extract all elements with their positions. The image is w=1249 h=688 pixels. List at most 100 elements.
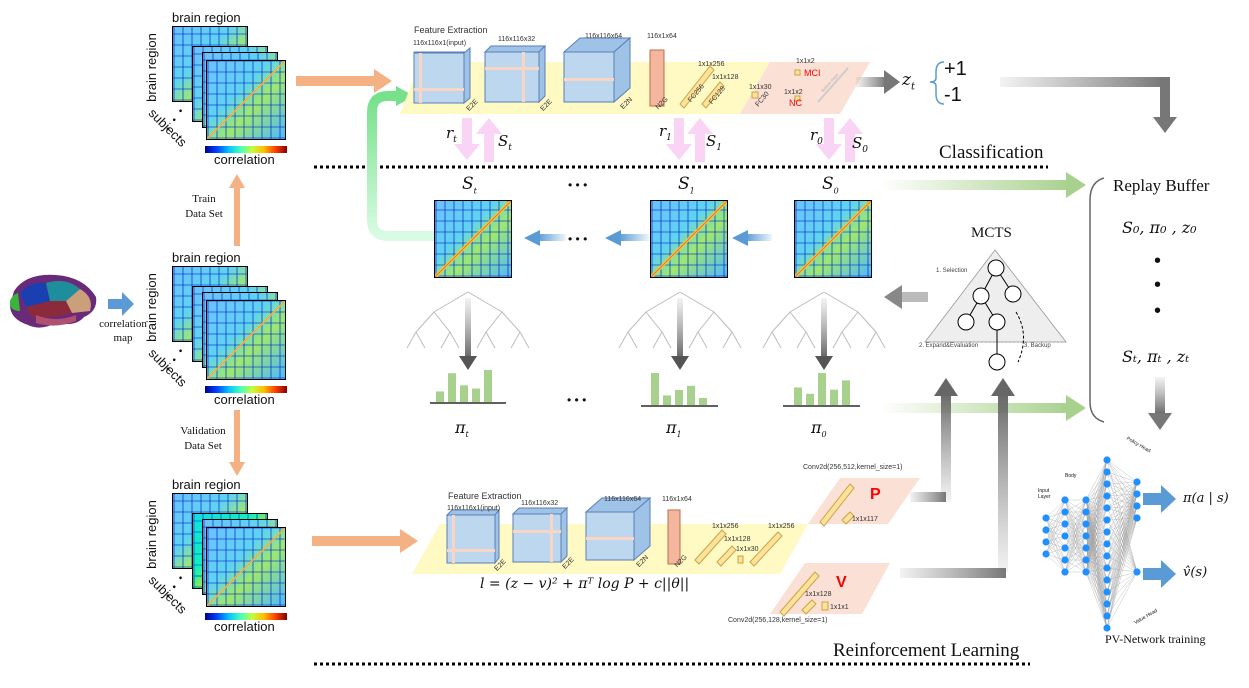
slab-n2g (649, 49, 665, 107)
replay-dot: • (1154, 274, 1162, 296)
z-value-pos: +1 (944, 58, 967, 80)
policy-label: π1 (666, 418, 682, 440)
pv-output-arrows (1143, 485, 1176, 588)
cube-input (413, 46, 472, 105)
pv-node (1042, 538, 1050, 546)
tree-edge (697, 311, 715, 333)
pv-edge (1064, 523, 1087, 573)
brain-icon (6, 271, 98, 331)
pv-edge (1106, 471, 1138, 573)
pv-edge (1106, 481, 1138, 557)
pv-edge (1085, 459, 1108, 525)
pv-edge (1106, 571, 1138, 581)
output-dim-label: 1x1x2 (784, 89, 803, 96)
pv-edge (1064, 499, 1087, 513)
tree-edge (485, 331, 496, 349)
pv-edge (1106, 481, 1138, 581)
pv-edge (1045, 499, 1066, 519)
loss-formula: l = (z − v)² + πᵀ log P + c||θ|| (480, 576, 690, 592)
rl-fc-dim-label: 1x1x128 (724, 536, 751, 543)
state-label: S1 (706, 132, 723, 153)
pv-edge (1106, 505, 1138, 629)
rl-fc-dim-label: 1x1x256 (712, 523, 739, 530)
pv-node (1103, 528, 1111, 536)
fc-bars (679, 65, 801, 109)
search-state-matrix (434, 200, 512, 278)
pv-node (1082, 532, 1090, 540)
tree-edge (713, 311, 733, 333)
pv-edge (1106, 519, 1138, 573)
z-value-neg: -1 (944, 84, 962, 106)
train-data-set-label: Train Data Set (185, 193, 223, 220)
matrix-y-label: brain region (143, 273, 159, 342)
tree-edge (832, 331, 843, 349)
policy-bar (806, 393, 814, 405)
pv-edge (1106, 481, 1138, 545)
pv-label-input: Input Layer (1038, 488, 1051, 500)
tree-edge (476, 331, 487, 349)
pv-node (1042, 550, 1050, 558)
pv-edge (1106, 459, 1138, 573)
feature-extraction-title: Feature Extraction (414, 25, 488, 35)
tree-edge (510, 331, 521, 349)
pv-edge (1085, 471, 1108, 573)
policy-bar (484, 370, 492, 402)
nc-label: NC (789, 98, 802, 108)
rl-cube-input (445, 508, 501, 565)
rl-fc-dim-label: 1x1x256 (768, 523, 795, 530)
tree-edge (771, 331, 782, 349)
pv-edge (1085, 483, 1108, 573)
pv-edge (1085, 459, 1108, 549)
pv-edge (1045, 535, 1066, 555)
rl-block-dim-label: 116x1x64 (662, 496, 692, 503)
pv-edge (1085, 459, 1108, 513)
pv-node (1133, 568, 1141, 576)
pv-node (1103, 624, 1111, 632)
mcts-title: MCTS (971, 225, 1012, 241)
pv-edge (1106, 481, 1138, 497)
pv-edge (1106, 481, 1138, 593)
pv-edge (1106, 459, 1138, 483)
pv-edge (1085, 555, 1108, 573)
rl-fc-dim-label: 1x1x30 (736, 546, 759, 553)
policy-bar (651, 373, 659, 405)
pv-edge (1106, 507, 1138, 573)
policy-out-label: 1x1x117 (852, 516, 878, 523)
policy-bar (699, 397, 707, 405)
state-label: St (498, 132, 512, 153)
matrix-y-label: brain region (143, 33, 159, 102)
pv-edge (1045, 523, 1066, 555)
tree-edge (501, 311, 521, 333)
tree-edge (645, 291, 681, 313)
policy-bar (687, 385, 695, 405)
pv-edge (1106, 571, 1138, 617)
z-t-label: zt (902, 70, 915, 93)
pv-value-output: v̂(s) (1183, 565, 1208, 580)
pv-edge (1106, 471, 1138, 483)
tree-edge (433, 311, 451, 333)
pv-node (1103, 588, 1111, 596)
tree-edge (485, 311, 503, 333)
pv-node (1082, 568, 1090, 576)
pv-edge (1064, 511, 1087, 573)
pv-edge (1085, 571, 1108, 593)
pv-edge (1085, 571, 1108, 629)
tree-edge (627, 331, 638, 349)
pv-edge (1106, 495, 1138, 573)
pv-edge (1045, 499, 1066, 555)
pv-edge (1106, 493, 1138, 629)
pv-edge (1085, 519, 1108, 573)
matrix-x-label: brain region (172, 10, 241, 25)
rl-cube-e2e-32 (511, 506, 569, 564)
rl-feature-extraction-title: Feature Extraction (448, 491, 522, 501)
tree-edge (679, 291, 715, 313)
pv-edge (1085, 571, 1108, 581)
pv-node (1061, 496, 1069, 504)
replay-bracket (1089, 177, 1105, 423)
pv-edge (1045, 511, 1066, 555)
pv-edge (1064, 499, 1087, 561)
search-state-matrix (794, 200, 872, 278)
value-out-label: 1x1x1 (830, 604, 849, 611)
pv-policy-output: π(a | s) (1183, 491, 1229, 506)
pv-network (1042, 456, 1141, 632)
